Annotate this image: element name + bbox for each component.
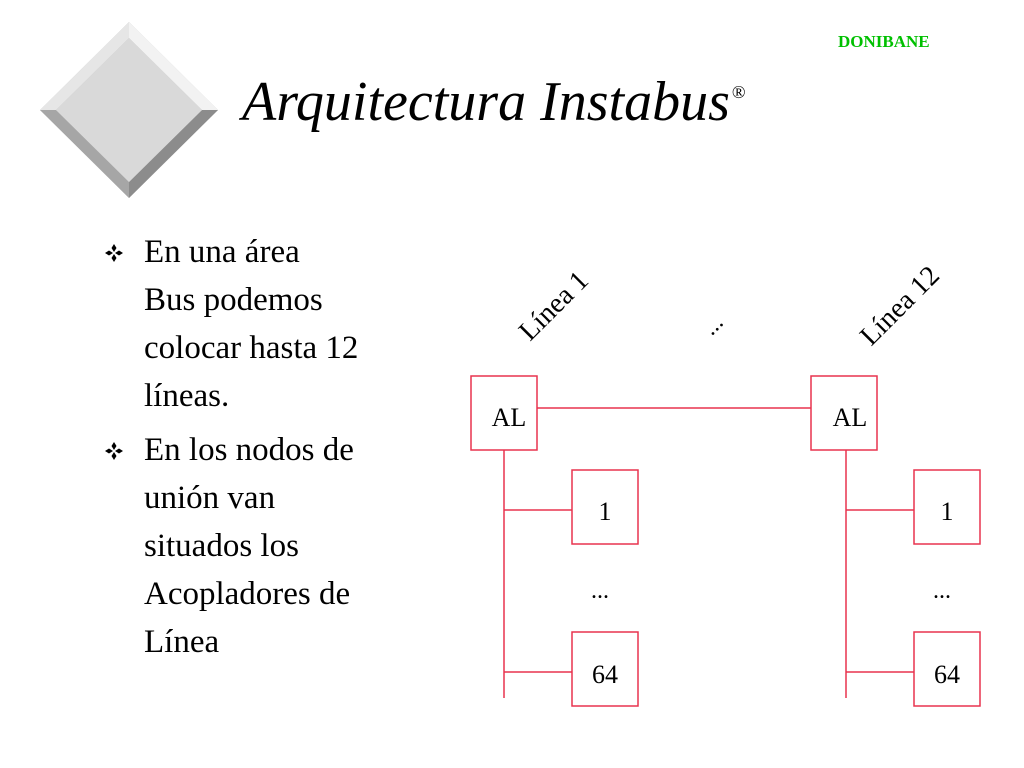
bullet-item: En los nodos de unión van situados los A… xyxy=(104,426,434,666)
page-title: Arquitectura Instabus® xyxy=(242,74,746,130)
bullet-text: En los nodos de unión van situados los A… xyxy=(144,426,434,666)
bullet-line: situados los xyxy=(144,528,299,564)
line12-device-last-label: 64 xyxy=(934,660,960,689)
bullet-line: unión van xyxy=(144,480,276,516)
bullet-line: colocar hasta 12 xyxy=(144,330,359,366)
line1-device-last-label: 64 xyxy=(592,660,618,689)
bus-line-diagram: Línea 1 Línea 12 ... AL AL 1 1 ... ... 6… xyxy=(470,260,981,707)
line12-label: Línea 12 xyxy=(854,260,946,352)
line1-coupler-box xyxy=(470,375,538,451)
bullet-line: En los nodos de xyxy=(144,432,354,468)
diamond-logo-icon xyxy=(40,22,218,198)
line1-device-first-label: 1 xyxy=(599,497,612,526)
line12-device-last-box xyxy=(913,631,981,707)
bullet-item: En una área Bus podemos colocar hasta 12… xyxy=(104,228,434,420)
registered-mark: ® xyxy=(731,82,746,102)
bullet-text: En una área Bus podemos colocar hasta 12… xyxy=(144,228,434,420)
line12-device-first-box xyxy=(913,469,981,545)
line1-label: Línea 1 xyxy=(513,265,595,347)
line12-device-first-label: 1 xyxy=(941,497,954,526)
bullet-line: Bus podemos xyxy=(144,282,323,318)
diamond-bullet-icon xyxy=(105,442,123,460)
title-text: Arquitectura Instabus xyxy=(242,71,730,133)
bullet-line: En una área xyxy=(144,234,300,270)
bullet-line: Línea xyxy=(144,624,220,660)
line1-device-ellipsis: ... xyxy=(591,578,609,604)
brand-label: DONIBANE xyxy=(838,32,930,51)
bullet-line: Acopladores de xyxy=(144,576,351,612)
between-lines-ellipsis: ... xyxy=(697,309,728,340)
line1-device-last-box xyxy=(571,631,639,707)
bullet-list: En una área Bus podemos colocar hasta 12… xyxy=(104,228,434,672)
line12-device-ellipsis: ... xyxy=(933,578,951,604)
bullet-line: líneas. xyxy=(144,378,230,414)
line12-coupler-box xyxy=(810,375,878,451)
diamond-bullet-icon xyxy=(105,244,123,262)
line12-coupler-label: AL xyxy=(833,403,868,432)
line1-coupler-label: AL xyxy=(492,403,527,432)
line1-device-first-box xyxy=(571,469,639,545)
